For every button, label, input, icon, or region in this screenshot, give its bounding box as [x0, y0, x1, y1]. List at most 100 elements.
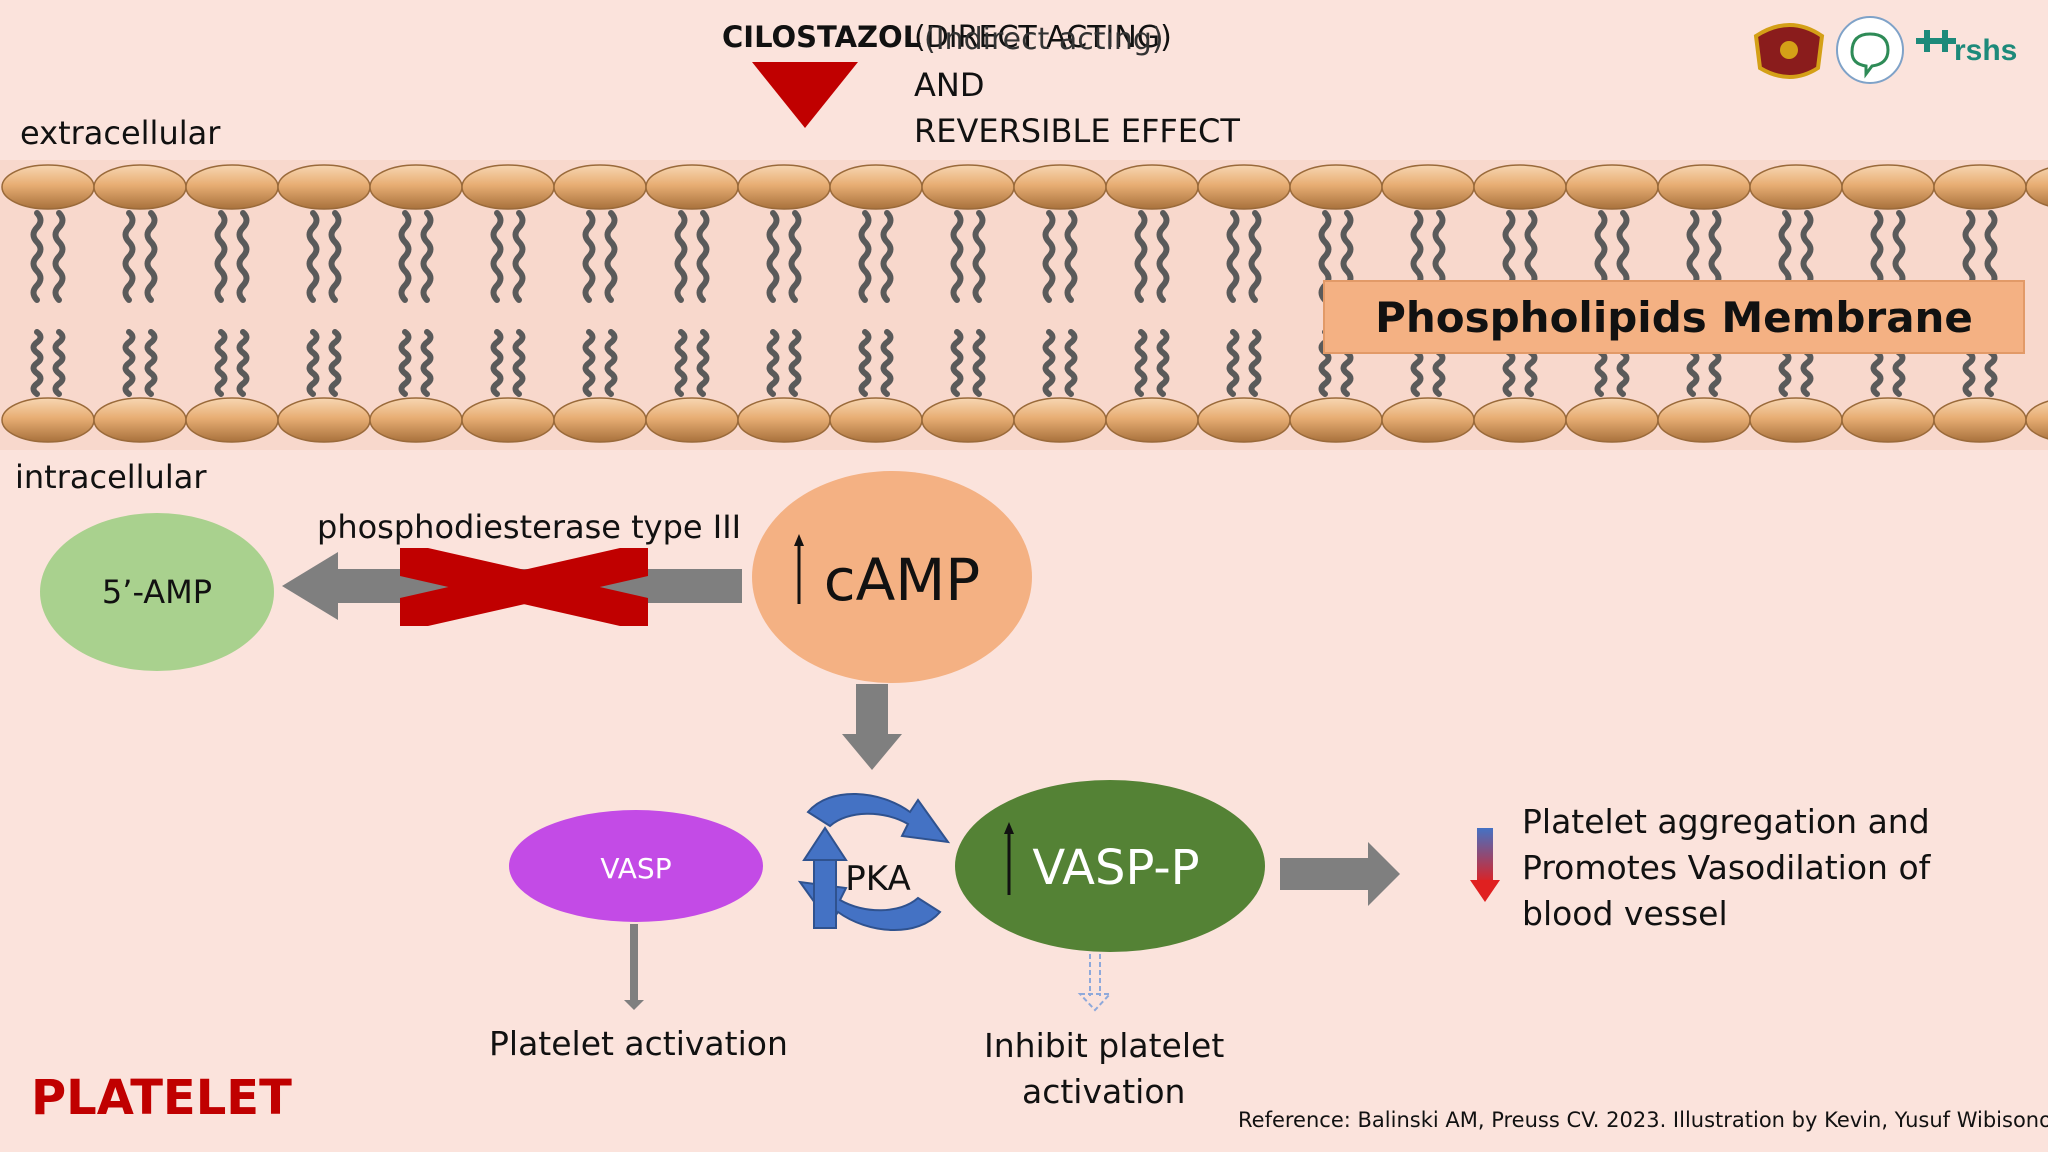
camp-up-arrow-icon: [794, 534, 804, 604]
lipid-tail: [1134, 329, 1148, 397]
reference-text: Reference: Balinski AM, Preuss CV. 2023.…: [1238, 1108, 2048, 1132]
lipid-tail: [880, 210, 894, 303]
lipid-tail: [490, 329, 504, 397]
lipid-tail: [1064, 210, 1078, 303]
lipid-head: [1013, 397, 1107, 443]
lipid-tail: [328, 210, 342, 303]
lipid-head: [921, 164, 1015, 210]
extracellular-label: extracellular: [20, 114, 221, 152]
lipid-tail: [398, 210, 412, 303]
lipid-tail: [328, 329, 342, 397]
lipid-head: [1473, 164, 1567, 210]
lipid-tail: [788, 329, 802, 397]
lipid-tail: [880, 329, 894, 397]
lipid-head: [1565, 164, 1659, 210]
lipid-tail: [236, 210, 250, 303]
lipid-tail: [144, 210, 158, 303]
lipid-tails: [30, 210, 1998, 397]
effect-line3: blood vessel: [1522, 894, 1728, 933]
lipid-tail: [214, 210, 228, 303]
inhibit-label-line2: activation: [1022, 1072, 1186, 1111]
decrease-arrow-icon: [1470, 828, 1500, 902]
lipid-head: [921, 397, 1015, 443]
cilostazol-marker-icon: [752, 62, 858, 128]
lipid-tail: [398, 329, 412, 397]
lipid-tail: [1156, 329, 1170, 397]
pka-label: PKA: [845, 859, 911, 899]
lipid-head: [829, 164, 923, 210]
rshs-plus-icon: [1916, 30, 1956, 52]
lipid-head: [1289, 164, 1383, 210]
lipid-tail: [1042, 210, 1056, 303]
lipid-head: [1, 164, 95, 210]
blocked-cross-icon: [400, 548, 648, 626]
lipid-tail: [858, 210, 872, 303]
lipid-tail: [972, 329, 986, 397]
lipid-tail: [144, 329, 158, 397]
vasp-node: [509, 810, 763, 922]
lipid-head: [1013, 164, 1107, 210]
lipid-head: [1473, 397, 1567, 443]
lipid-tail: [512, 329, 526, 397]
lipid-head: [1565, 397, 1659, 443]
camp-label: cAMP: [823, 546, 981, 614]
university-logo: [1753, 23, 1825, 79]
vaspp-label: VASP-P: [1032, 840, 1200, 896]
lipid-head: [829, 397, 923, 443]
lipid-tail: [950, 210, 964, 303]
lipid-head: [1933, 397, 2027, 443]
lipid-head: [93, 397, 187, 443]
lipid-tail: [52, 329, 66, 397]
lipid-head: [277, 397, 371, 443]
lipid-tail: [788, 210, 802, 303]
lipid-head: [1933, 164, 2027, 210]
lipid-tail: [1248, 210, 1262, 303]
intracellular-label: intracellular: [15, 458, 207, 496]
lipid-tail: [30, 329, 44, 397]
inhibit-label-line1: Inhibit platelet: [984, 1026, 1225, 1065]
amp-node: [40, 513, 274, 671]
lipid-tail: [1064, 329, 1078, 397]
drug-effect-line1-overlap: (Indirect acting): [924, 22, 1164, 57]
lipid-head: [461, 164, 555, 210]
lipid-head: [1749, 164, 1843, 210]
lipid-head: [1105, 164, 1199, 210]
lipid-head: [93, 164, 187, 210]
lipid-tail: [1042, 329, 1056, 397]
vaspp-up-arrow-icon: [1004, 822, 1014, 895]
cell-label: PLATELET: [31, 1070, 292, 1126]
lipid-tail: [858, 329, 872, 397]
lipid-tail: [306, 329, 320, 397]
effect-line1: Platelet aggregation and: [1522, 802, 1930, 841]
lipid-tail: [1226, 329, 1240, 397]
lipid-tail: [1248, 329, 1262, 397]
lipid-head: [1657, 164, 1751, 210]
lipid-tail: [582, 329, 596, 397]
lipid-tail: [972, 210, 986, 303]
lipid-tail: [766, 210, 780, 303]
lipid-tail: [766, 329, 780, 397]
lipid-tail: [604, 329, 618, 397]
drug-effect-line2: AND: [914, 66, 985, 104]
lipid-head: [737, 397, 831, 443]
lipid-head: [553, 164, 647, 210]
lipid-head: [1, 397, 95, 443]
lipid-tail: [420, 329, 434, 397]
pka-cycle-icon: [797, 793, 951, 931]
lipid-head: [1105, 397, 1199, 443]
platelet-activation-label: Platelet activation: [489, 1024, 788, 1063]
lipid-tail: [674, 329, 688, 397]
lipid-head: [553, 397, 647, 443]
lipid-head: [2025, 167, 2048, 207]
lipid-tail: [696, 329, 710, 397]
lipid-heads: [1, 164, 2048, 443]
membrane-label: Phospholipids Membrane: [1323, 280, 2025, 354]
lipid-tail: [214, 329, 228, 397]
effect-line2: Promotes Vasodilation of: [1522, 848, 1931, 887]
lipid-tail: [490, 210, 504, 303]
vasp-to-activation-arrow: [624, 924, 644, 1010]
enzyme-label: phosphodiesterase type III: [317, 508, 742, 546]
lipid-tail: [30, 210, 44, 303]
lipid-tail: [950, 329, 964, 397]
